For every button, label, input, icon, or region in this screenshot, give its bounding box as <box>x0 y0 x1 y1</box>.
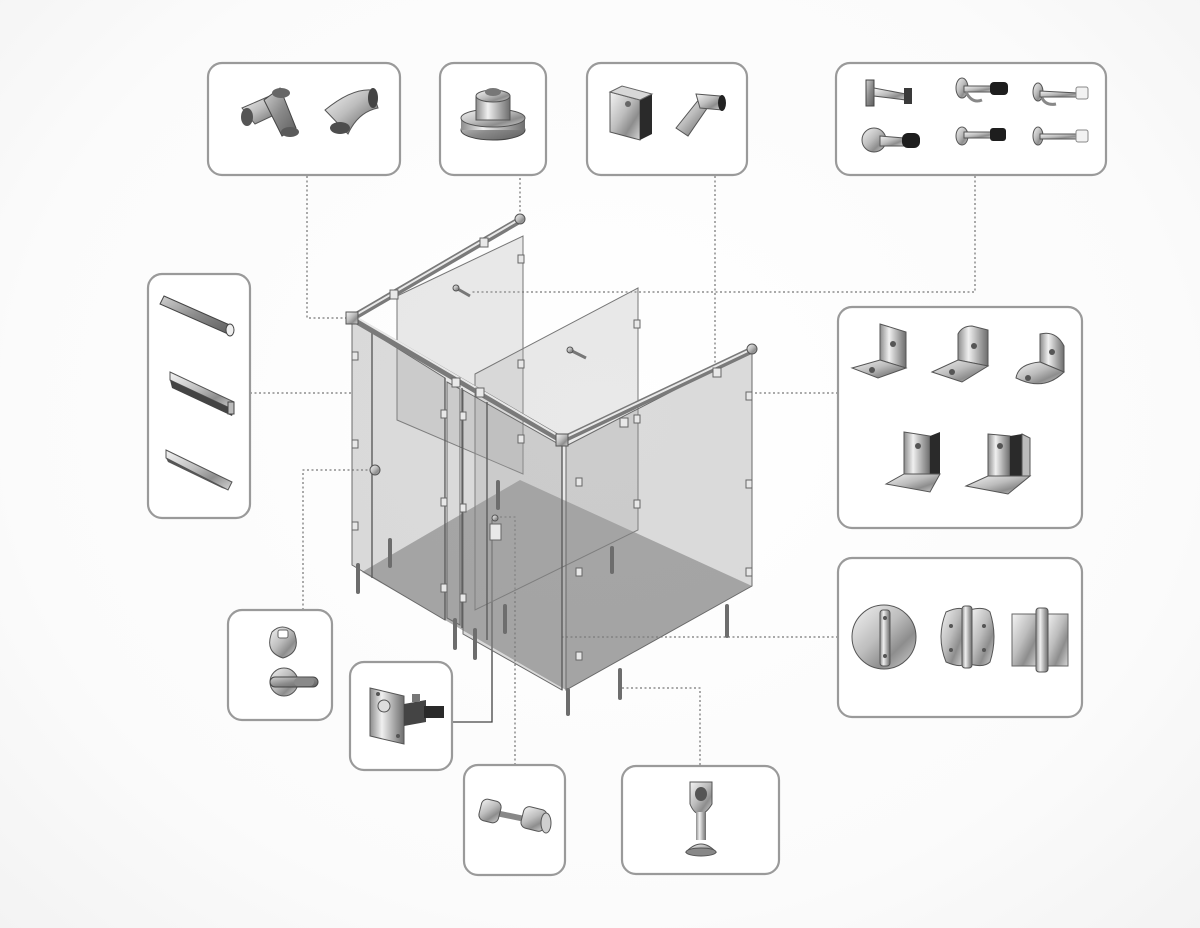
rounded-l-bracket-icon <box>930 325 990 383</box>
square-hinge-icon <box>1011 607 1069 673</box>
callout-slide-latch <box>348 660 454 772</box>
front-door-left <box>446 381 461 626</box>
lock-knob-icon <box>269 667 319 697</box>
square-channel-profile-icon <box>169 371 235 416</box>
callout-profiles <box>146 272 252 520</box>
panel-brackets <box>351 237 753 661</box>
rail-support-knob-icon <box>460 88 526 141</box>
callout-hinges <box>836 556 1084 719</box>
door-lock-knob <box>369 464 381 476</box>
double-knob-icon <box>478 798 552 834</box>
angle-profile-icon <box>165 449 233 491</box>
callout-top-rail-support <box>438 61 548 177</box>
callout-tube-connectors <box>206 61 402 177</box>
callout-indicator-lock <box>226 608 334 722</box>
callout-wall-brackets <box>836 305 1084 530</box>
back-panel-right <box>474 287 639 611</box>
door-latch <box>489 523 502 541</box>
double-hook-bumper-icon <box>955 77 1008 103</box>
callout-rail-brackets <box>585 61 749 177</box>
back-panel-left <box>396 235 524 475</box>
indicator-lock-icon <box>269 626 297 659</box>
tee-connector-icon <box>241 87 299 137</box>
u-bracket-icon <box>884 431 941 493</box>
hook-bumper-icon <box>955 126 1006 146</box>
adjustable-leg-icon <box>684 781 718 857</box>
callout-coat-hooks <box>834 61 1108 177</box>
cubicle-assembly <box>345 213 758 716</box>
u-bracket-wide-icon <box>964 433 1032 495</box>
oval-hinge-icon <box>940 605 995 669</box>
curved-l-bracket-icon <box>1015 332 1065 385</box>
u-channel-bracket-icon <box>608 85 654 141</box>
callout-support-leg <box>620 764 781 876</box>
slide-latch-icon <box>369 687 444 745</box>
small-hook-bumper-icon <box>1032 126 1089 146</box>
round-hook-bumper-icon <box>861 127 920 153</box>
callout-door-knob <box>462 763 567 877</box>
bar-hook-icon <box>865 79 912 107</box>
round-hinge-icon <box>851 604 917 670</box>
single-hook-bumper-icon <box>1032 82 1089 106</box>
elbow-connector-icon <box>324 88 379 135</box>
angled-rail-bracket-icon <box>675 93 726 137</box>
l-bracket-icon <box>850 323 908 379</box>
round-tube-profile-icon <box>159 295 235 337</box>
support-legs <box>356 480 729 716</box>
